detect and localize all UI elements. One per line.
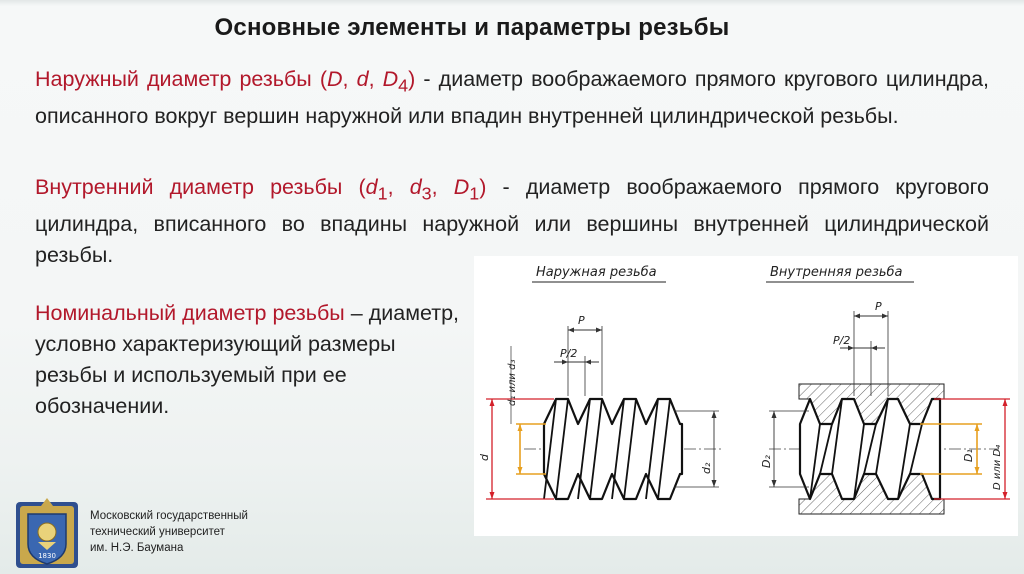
left-pitch-label: P [578, 314, 585, 327]
slide-title: Основные элементы и параметры резьбы [214, 14, 730, 41]
inner-diameter-definition: диаметр воображаемого прямого кругового … [35, 175, 989, 268]
nominal-diameter-paragraph: Номинальный диаметр резьбы – диаметр, ус… [35, 301, 460, 418]
left-half-pitch-label: P/2 [560, 347, 577, 360]
bmstu-coat-of-arms-icon: 1830 [16, 498, 78, 568]
internal-thread-caption: Внутренняя резьба [770, 265, 903, 280]
university-line-3: им. Н.Э. Баумана [90, 542, 184, 554]
internal-thread-upper-hatch [798, 383, 945, 425]
nominal-diameter-term: Номинальный диаметр резьбы [35, 301, 345, 325]
university-name: Московский государственный технический у… [90, 508, 390, 556]
outer-diameter-term: Наружный диаметр резьбы (D, d, D4) [35, 67, 416, 96]
top-bar [0, 0, 1024, 6]
outer-diameter-definition: диаметр воображаемого прямого кругового … [35, 67, 990, 129]
external-thread-profile [542, 397, 684, 501]
university-line-2: технический университет [90, 526, 225, 538]
left-inner-label: d₁ или d₃ [507, 360, 518, 406]
thread-diagram-svg: Наружная резьба Внутренняя резьба [478, 265, 1010, 515]
footer: 1830 Московский государственный техничес… [0, 484, 1024, 574]
right-outer-label: D или D₄ [992, 445, 1003, 490]
left-pitch-diameter-label: d₂ [700, 462, 713, 474]
internal-thread: P P/2 D₂ D₁ D или D₄ [760, 300, 1010, 515]
inner-diameter-paragraph: Внутренний диаметр резьбы (d1, d3, D1) -… [35, 175, 989, 268]
right-pitch-diameter-label: D₂ [760, 455, 773, 468]
right-pitch-label: P [875, 300, 882, 313]
university-line-1: Московский государственный [90, 510, 248, 522]
external-thread: P P/2 d d₁ или d₃ [478, 314, 724, 501]
emblem-year: 1830 [38, 552, 56, 560]
external-thread-caption: Наружная резьба [536, 265, 657, 280]
outer-diameter-paragraph: Наружный диаметр резьбы (D, d, D4) - диа… [35, 67, 990, 129]
inner-diameter-term: Внутренний диаметр резьбы (d1, d3, D1) [35, 175, 487, 204]
right-inner-label: D₁ [962, 449, 975, 462]
left-outer-label: d [478, 453, 491, 461]
thread-diagram: Наружная резьба Внутренняя резьба [474, 256, 1018, 536]
nominal-diameter-definition: диаметр, условно характеризующий размеры… [35, 301, 460, 418]
right-half-pitch-label: P/2 [833, 334, 850, 347]
